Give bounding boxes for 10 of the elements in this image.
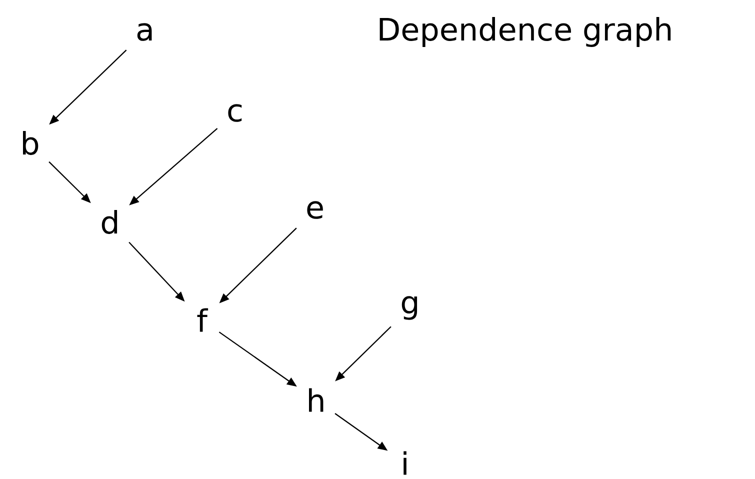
node-label: h [309, 388, 324, 412]
node-label: g [402, 296, 418, 320]
node-label: c [228, 104, 242, 122]
title: Dependence graph [380, 17, 671, 47]
node-label: f [197, 308, 208, 332]
node-label: i [404, 451, 406, 475]
node-label: d [102, 210, 118, 234]
node-label: b [23, 131, 38, 155]
node-label: a [137, 23, 152, 41]
node-label: e [307, 201, 323, 219]
